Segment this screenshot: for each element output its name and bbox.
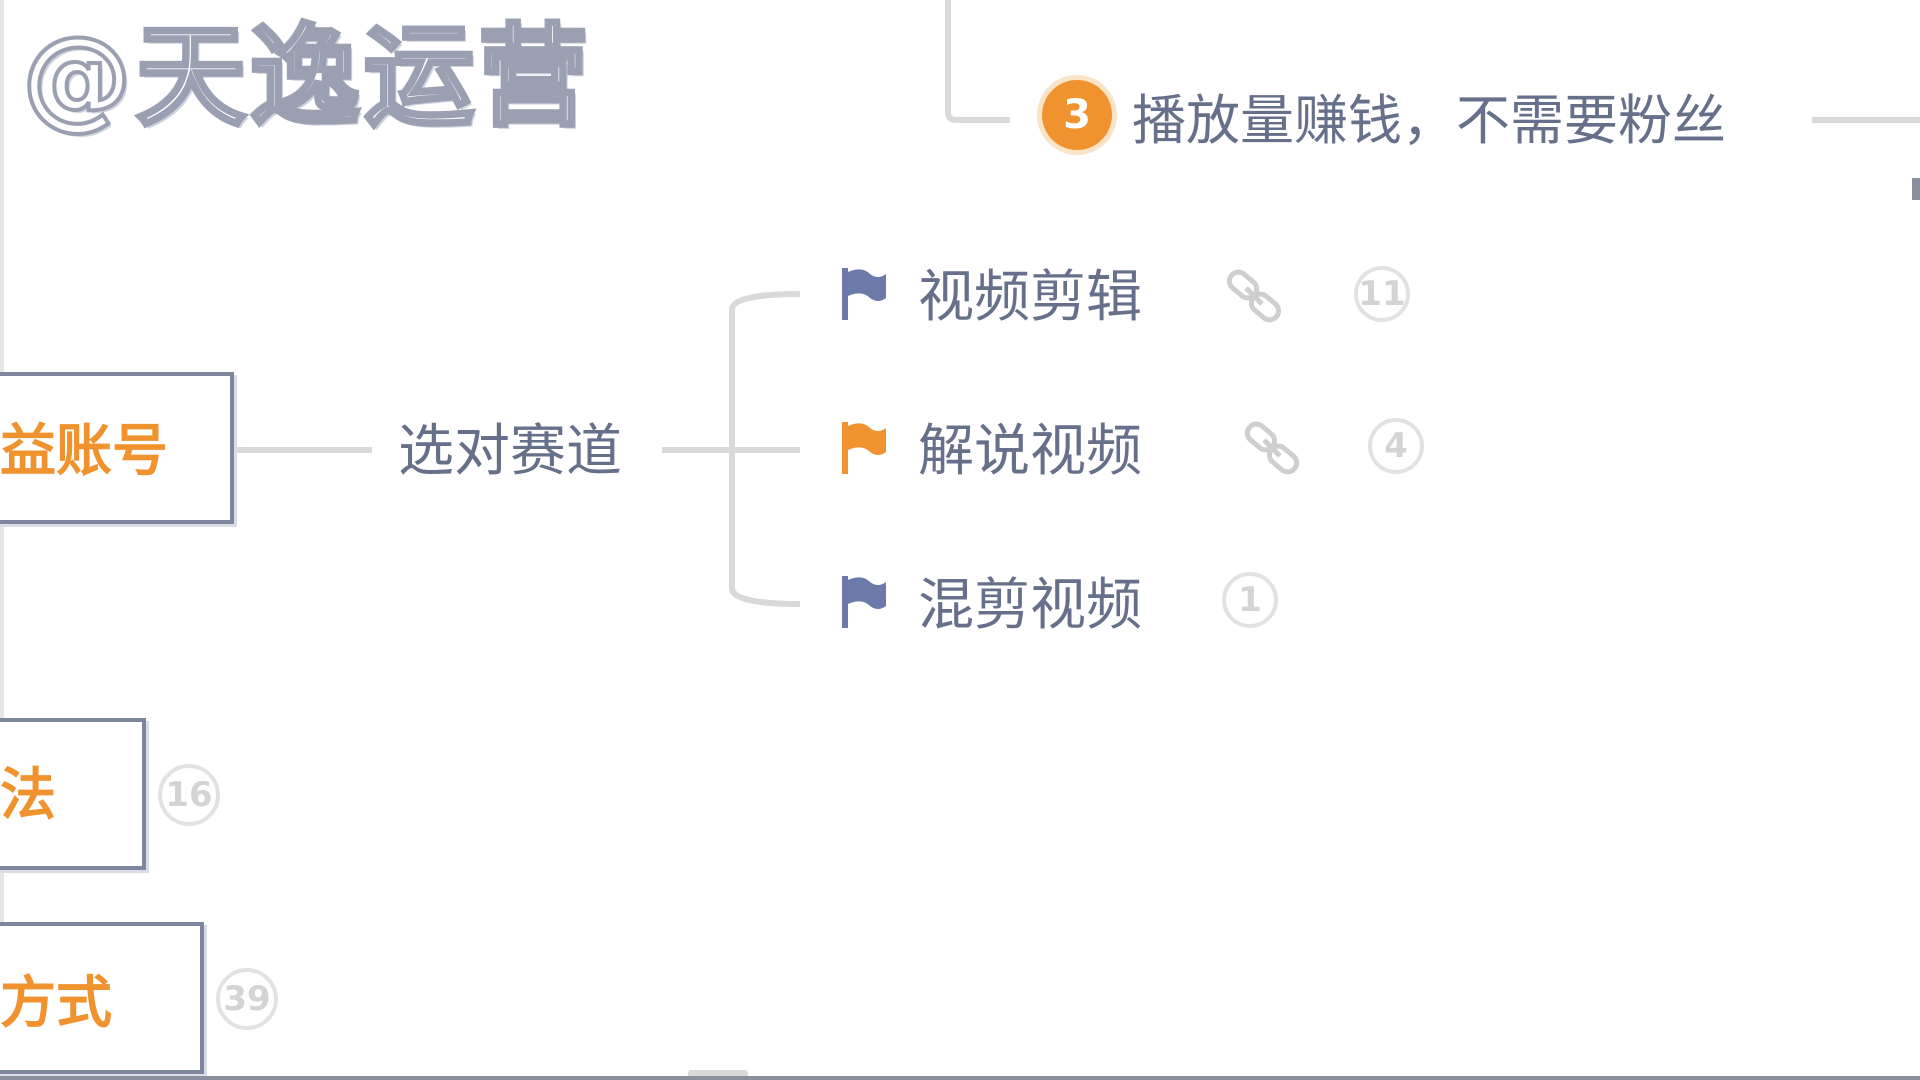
way-topic-label: 方式 xyxy=(0,971,112,1036)
track-count-badge: 4 xyxy=(1368,418,1424,474)
track-label-video-editing[interactable]: 视频剪辑 xyxy=(918,265,1142,330)
method-count-badge: 16 xyxy=(158,764,220,826)
flag-blue-icon xyxy=(842,576,886,628)
horizontal-scrollbar-thumb[interactable] xyxy=(688,1070,748,1080)
account-topic-label: 益账号 xyxy=(0,419,168,484)
priority-badge-3: 3 xyxy=(1042,80,1112,150)
top-branch-connector xyxy=(945,0,1010,123)
track-bracket xyxy=(729,291,801,607)
choose-track-node[interactable]: 选对赛道 xyxy=(398,419,622,484)
link-icon[interactable] xyxy=(1242,418,1302,478)
way-count-badge: 39 xyxy=(216,968,278,1030)
right-edge-marker xyxy=(1912,178,1920,200)
left-border xyxy=(0,0,4,1080)
track-label-mix-edit-video[interactable]: 混剪视频 xyxy=(918,573,1142,638)
flag-orange-icon xyxy=(842,422,886,474)
track-count-badge: 11 xyxy=(1354,266,1410,322)
flag-blue-icon xyxy=(842,268,886,320)
way-topic-box[interactable] xyxy=(0,922,204,1074)
top-branch-label[interactable]: 播放量赚钱，不需要粉丝 xyxy=(1132,89,1726,152)
track-label-commentary-video[interactable]: 解说视频 xyxy=(918,419,1142,484)
watermark-logo: @天逸运营 xyxy=(20,13,592,141)
track-count-badge: 1 xyxy=(1222,572,1278,628)
method-topic-box[interactable] xyxy=(0,718,146,870)
account-topic-box[interactable] xyxy=(0,372,234,524)
bottom-border xyxy=(0,1076,1920,1080)
method-topic-label: 法 xyxy=(0,763,56,828)
link-icon[interactable] xyxy=(1224,266,1284,326)
